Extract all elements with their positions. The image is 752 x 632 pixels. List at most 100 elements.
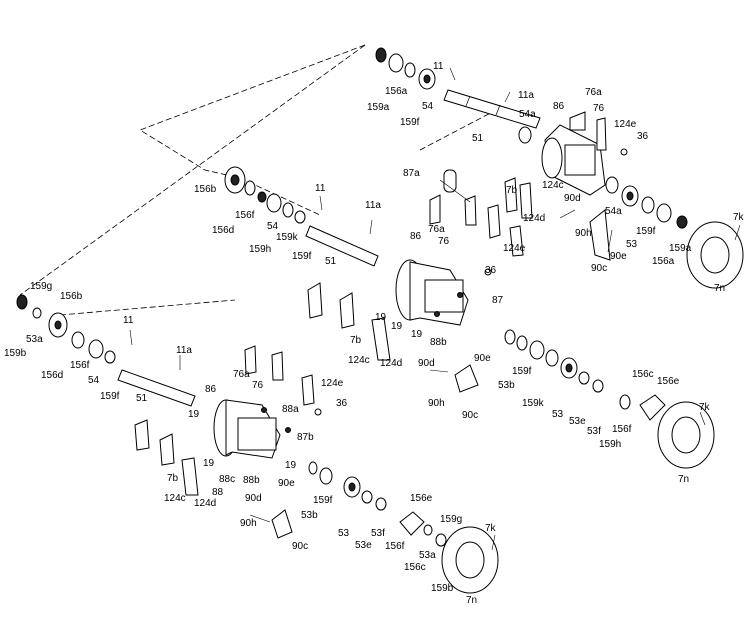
top-assembly — [375, 47, 744, 289]
lower-assembly — [16, 294, 499, 594]
part-label: 156b — [194, 184, 217, 195]
part-label: 19 — [391, 321, 403, 332]
middle-assembly — [224, 166, 715, 469]
part-label: 90e — [278, 478, 295, 489]
part-label: 76 — [593, 103, 605, 114]
part-label: 19 — [375, 312, 387, 323]
part-label: 86 — [410, 231, 422, 242]
part-label: 51 — [325, 256, 337, 267]
part-label: 36 — [336, 398, 348, 409]
part-label: 54 — [267, 221, 279, 232]
part-label: 156f — [385, 541, 405, 552]
part-label: 159f — [313, 495, 333, 506]
part-label: 7n — [714, 283, 726, 294]
part-label: 53b — [498, 380, 515, 391]
part-label: 159a — [367, 102, 390, 113]
part-label: 7n — [466, 595, 478, 606]
part-label: 87b — [297, 432, 314, 443]
part-label: 156a — [652, 256, 675, 267]
part-label: 51 — [136, 393, 148, 404]
part-label: 90h — [575, 228, 592, 239]
part-label: 156e — [657, 376, 680, 387]
part-label: 51 — [472, 133, 484, 144]
part-label: 124d — [194, 498, 217, 509]
part-label: 156e — [410, 493, 433, 504]
part-label: 86 — [205, 384, 217, 395]
part-label: 36 — [485, 265, 497, 276]
part-label: 90c — [591, 263, 608, 274]
part-label: 76a — [585, 87, 602, 98]
part-label: 90c — [292, 541, 309, 552]
part-label: 159g — [440, 514, 463, 525]
part-label: 159f — [636, 226, 656, 237]
part-label: 124e — [614, 119, 637, 130]
part-label: 159b — [431, 583, 454, 594]
part-label: 159a — [669, 243, 692, 254]
part-label: 90e — [610, 251, 627, 262]
part-label: 90c — [462, 410, 479, 421]
part-label: 88b — [243, 475, 260, 486]
part-label: 53e — [355, 540, 372, 551]
part-label: 11a — [365, 200, 381, 211]
part-label: 156f — [70, 360, 90, 371]
part-label: 7n — [678, 474, 690, 485]
part-label: 124d — [523, 213, 546, 224]
part-label: 124c — [164, 493, 186, 504]
part-label: 87a — [403, 168, 420, 179]
part-label: 19 — [203, 458, 215, 469]
part-label: 86 — [553, 101, 565, 112]
part-label: 19 — [411, 329, 423, 340]
part-label: 76 — [438, 236, 450, 247]
part-label: 11a — [518, 90, 534, 101]
part-label: 53 — [552, 409, 564, 420]
part-label: 156f — [235, 210, 255, 221]
part-label: 53b — [301, 510, 318, 521]
part-label: 87 — [492, 295, 504, 306]
part-label: 76a — [428, 224, 445, 235]
part-label: 76a — [233, 369, 250, 380]
part-label: 88 — [212, 487, 224, 498]
part-label: 159k — [276, 232, 298, 243]
part-label: 159b — [4, 348, 27, 359]
part-label: 156d — [41, 370, 64, 381]
part-label: 53 — [626, 239, 638, 250]
part-label: 54a — [519, 109, 536, 120]
part-label: 53e — [569, 416, 586, 427]
part-label: 156f — [612, 424, 632, 435]
part-label: 7b — [167, 473, 179, 484]
part-label: 90e — [474, 353, 491, 364]
part-label: 88b — [430, 337, 447, 348]
part-label: 53f — [587, 426, 601, 437]
part-label: 90d — [418, 358, 435, 369]
part-label: 53f — [371, 528, 385, 539]
part-label: 54a — [605, 206, 622, 217]
part-label: 53a — [26, 334, 43, 345]
part-label: 53 — [338, 528, 350, 539]
part-label: 7b — [350, 335, 362, 346]
part-label: 90d — [564, 193, 581, 204]
part-label: 11 — [123, 315, 134, 326]
part-label: 159f — [100, 391, 120, 402]
part-label: 7b — [506, 185, 518, 196]
part-label: 7k — [485, 523, 496, 534]
part-label: 90d — [245, 493, 262, 504]
part-label: 124c — [348, 355, 370, 366]
part-label: 19 — [188, 409, 200, 420]
part-label: 90h — [428, 398, 445, 409]
part-label: 159h — [249, 244, 272, 255]
part-label: 88c — [219, 474, 236, 485]
part-label: 124c — [542, 180, 564, 191]
part-label: 159f — [400, 117, 420, 128]
part-label: 159h — [599, 439, 622, 450]
part-label: 76 — [252, 380, 264, 391]
part-label: 156d — [212, 225, 235, 236]
part-label: 54 — [422, 101, 434, 112]
part-label: 156b — [60, 291, 83, 302]
part-label: 159f — [292, 251, 312, 262]
part-label: 159k — [522, 398, 544, 409]
part-label: 11a — [176, 345, 192, 356]
part-label: 53a — [419, 550, 436, 561]
part-label: 88a — [282, 404, 299, 415]
part-label: 124e — [503, 243, 526, 254]
